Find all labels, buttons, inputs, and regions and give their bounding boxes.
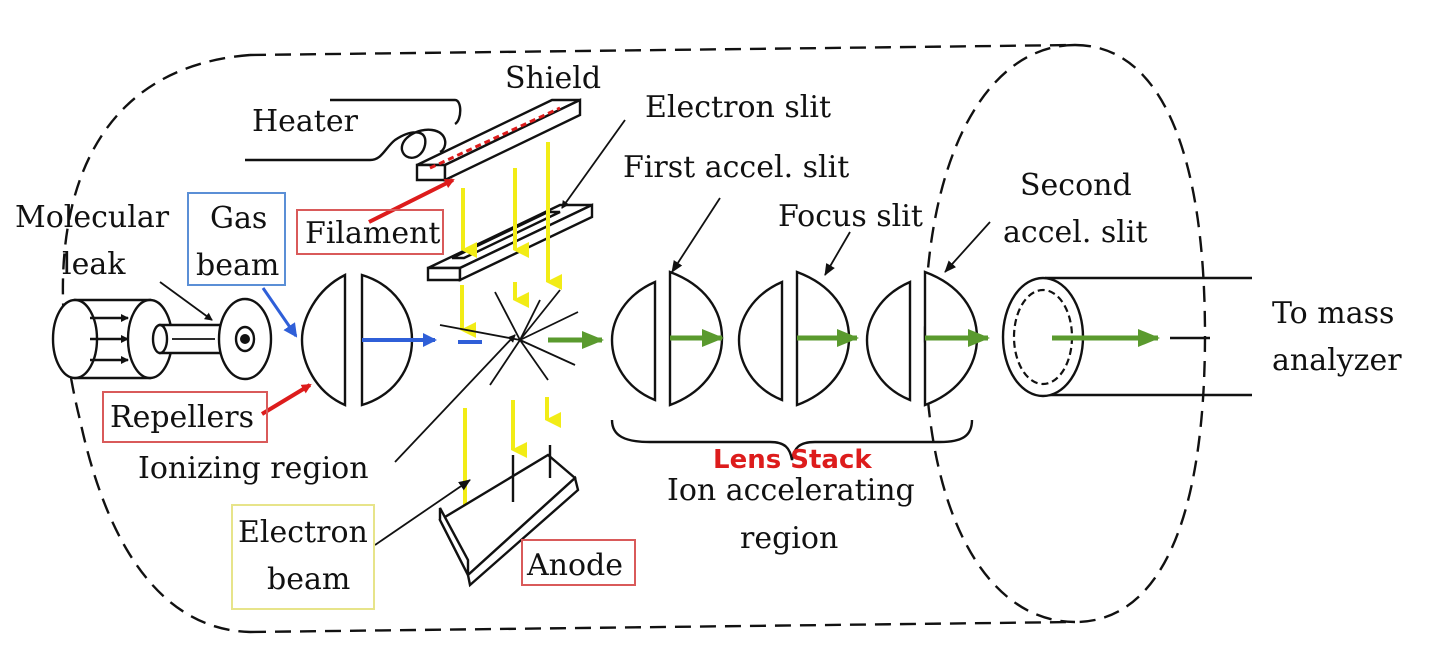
anode bbox=[438, 445, 580, 588]
molecular-leak-cylinder bbox=[51, 297, 273, 381]
shield-label: Shield bbox=[505, 61, 601, 96]
molecular-leak-label-1: Molecular bbox=[15, 200, 170, 235]
filament-box bbox=[296, 209, 444, 255]
repellers-label: Repellers bbox=[110, 400, 254, 435]
ion-accelerating-label-1: Ion accelerating bbox=[667, 473, 915, 508]
electron-beam-label-1: Electron bbox=[238, 515, 368, 550]
label-boxes bbox=[102, 192, 636, 610]
ion-beam-arrows bbox=[362, 329, 1160, 349]
ionizing-region-label: Ionizing region bbox=[138, 451, 369, 486]
electron-beam-label-2: beam bbox=[267, 562, 350, 597]
vacuum-enclosure bbox=[61, 43, 1207, 634]
molecular-leak-label-2: leak bbox=[62, 247, 126, 282]
filament-label: Filament bbox=[305, 216, 440, 251]
second-accel-slit-label-1: Second bbox=[1020, 168, 1132, 203]
lens-stack bbox=[610, 270, 979, 407]
electron-beam-box bbox=[231, 504, 375, 610]
heater-label: Heater bbox=[252, 104, 359, 139]
anode-label: Anode bbox=[526, 548, 623, 583]
second-accel-slit-label-2: accel. slit bbox=[1003, 215, 1148, 250]
text-labels: Heater Shield Electron slit First accel.… bbox=[15, 61, 1402, 597]
to-mass-analyzer-label-1: To mass bbox=[1272, 296, 1394, 331]
lens-stack-label: Lens Stack bbox=[713, 445, 872, 475]
heater-coil bbox=[245, 98, 462, 162]
electron-slit-plate bbox=[426, 203, 594, 282]
ionization-burst bbox=[439, 289, 579, 386]
shield-assembly bbox=[415, 98, 582, 182]
pointer-arrows bbox=[260, 178, 455, 416]
gas-beam-box bbox=[187, 192, 286, 286]
ion-accelerating-label-2: region bbox=[740, 521, 838, 556]
lens-stack-brace bbox=[610, 419, 974, 461]
gas-beam-label-1: Gas bbox=[210, 201, 267, 236]
focus-slit-label: Focus slit bbox=[778, 199, 923, 234]
electron-slit-label: Electron slit bbox=[645, 90, 831, 125]
to-mass-analyzer-label-2: analyzer bbox=[1272, 343, 1402, 378]
gas-beam-label-2: beam bbox=[196, 248, 279, 283]
first-accel-slit-label: First accel. slit bbox=[623, 150, 849, 185]
electron-beam-arrows bbox=[460, 142, 562, 528]
leader-lines bbox=[159, 119, 991, 546]
repellers-box bbox=[102, 391, 268, 443]
anode-box bbox=[521, 539, 636, 586]
